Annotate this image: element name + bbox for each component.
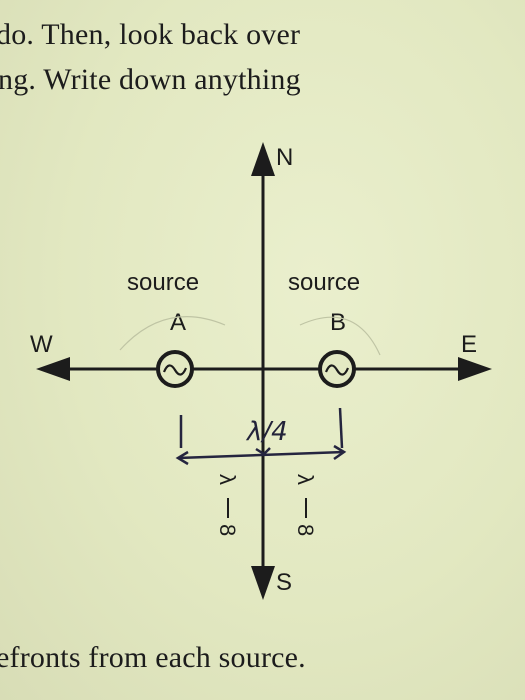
text-line-1: do. Then, look back over [0, 18, 301, 51]
source-a-word: source [127, 269, 199, 296]
west-label: W [30, 331, 53, 358]
south-arrow [251, 566, 275, 600]
source-a-letter: A [170, 309, 186, 336]
pencil-arc-b [299, 316, 381, 356]
source-b-letter: B [330, 309, 346, 336]
text-line-2: ng. Write down anything [0, 63, 301, 96]
source-b-symbol [318, 350, 356, 388]
left-fraction-denominator: 8 [215, 524, 240, 536]
left-fraction: λ 8 [215, 474, 240, 536]
west-arrow [36, 357, 70, 381]
source-b-word: source [288, 269, 360, 296]
right-fraction-denominator: 8 [293, 524, 318, 536]
right-fraction-numerator: λ [293, 474, 318, 485]
text-line-3: efronts from each source. [0, 641, 306, 674]
south-label: S [276, 569, 292, 596]
east-label: E [461, 331, 477, 358]
pencil-arc-a [119, 316, 226, 351]
handwritten-bracket [175, 407, 347, 466]
north-arrow [251, 142, 275, 176]
east-arrow [458, 357, 492, 381]
source-a-symbol [156, 350, 194, 388]
right-fraction: λ 8 [293, 474, 318, 536]
left-fraction-numerator: λ [215, 474, 240, 485]
north-label: N [276, 144, 293, 171]
handwritten-lambda-over-4: λ/4 [245, 417, 288, 447]
